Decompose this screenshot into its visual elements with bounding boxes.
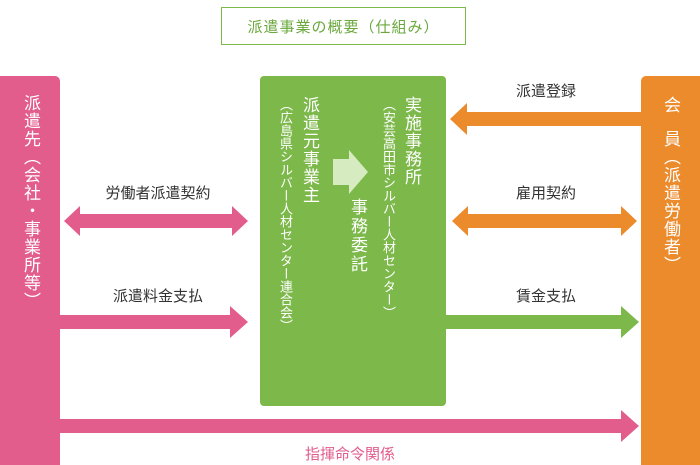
dispatch-fee-arrow [60, 306, 248, 338]
wage-payment-arrow [446, 306, 639, 338]
dispatch-fee-label: 派遣料金支払 [112, 287, 203, 305]
member-box: 会員（派遣労働者） [641, 76, 700, 465]
dispatch-organization-box: 派遣元事業主 （広島県シルバー人材センター連合会） 事務委託 実施事務所 （安芸… [260, 76, 446, 406]
client-company-box: 派遣先（会社・事業所等） [0, 76, 60, 465]
member-label-line2: 員（派遣労働者） [660, 130, 680, 274]
command-relationship-label: 指揮命令関係 [304, 445, 395, 463]
employment-contract-label: 雇用契約 [515, 184, 576, 202]
member-label: 会員（派遣労働者） [658, 96, 682, 274]
employment-contract-arrow [452, 206, 637, 236]
dispatcher-org: （広島県シルバー人材センター連合会） [277, 98, 292, 332]
dispatch-registration-label: 派遣登録 [515, 82, 576, 100]
delegation-arrow [333, 150, 368, 194]
diagram-title: 派遣事業の概要（仕組み） [221, 7, 466, 45]
client-company-label: 派遣先（会社・事業所等） [20, 94, 40, 310]
labor-dispatch-contract-arrow [64, 206, 248, 236]
operator-org: （安芸高田市シルバー人材センター） [380, 98, 395, 319]
delegation-label: 事務委託 [347, 198, 367, 274]
member-label-line1: 会 [660, 96, 680, 114]
wage-payment-label: 賃金支払 [515, 287, 576, 305]
dispatch-registration-arrow [450, 103, 641, 135]
labor-dispatch-contract-label: 労働者派遣契約 [105, 184, 211, 202]
command-relationship-arrow [60, 410, 639, 442]
dispatcher-name: 派遣元事業主 [299, 96, 319, 204]
operator-name: 実施事務所 [401, 96, 421, 186]
